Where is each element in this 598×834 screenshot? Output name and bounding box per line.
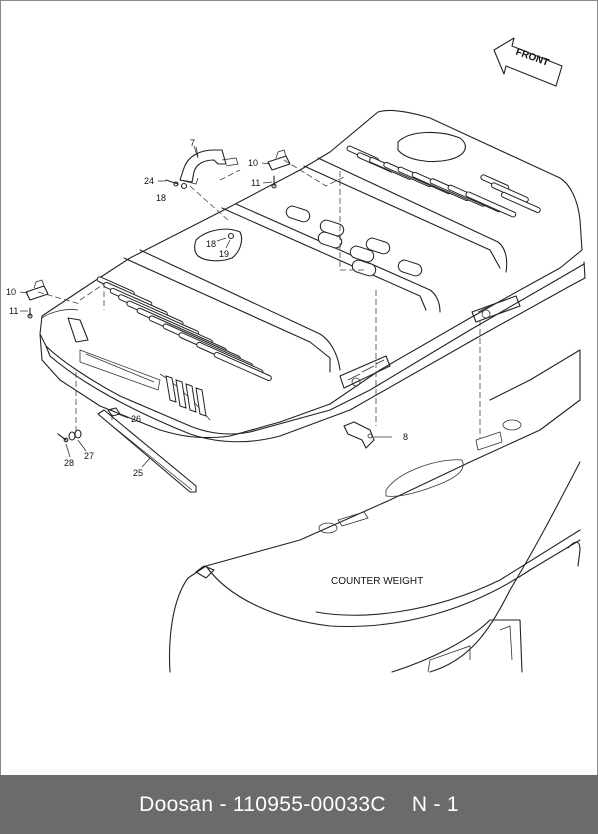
handle-part-7 xyxy=(179,145,239,185)
parts-diagram: FRONT COUNTER WEIGHT xyxy=(6,37,586,673)
part-label-18-top: 18 xyxy=(156,193,166,203)
part-label-7: 7 xyxy=(190,138,195,148)
part-label-26: 26 xyxy=(131,414,141,424)
footer-part-number: 110955-00033C xyxy=(232,792,386,816)
part-label-10-front: 10 xyxy=(6,287,16,297)
bolt-24-icon xyxy=(165,179,179,187)
part-label-10-rear: 10 xyxy=(248,158,258,168)
washer-18-icon xyxy=(180,182,188,190)
footer-separator: - xyxy=(213,792,233,816)
counterweight-label: COUNTER WEIGHT xyxy=(331,576,423,587)
part-label-18-plate: 18 xyxy=(206,239,216,249)
part-label-8: 8 xyxy=(403,432,408,442)
clip-part-26 xyxy=(107,407,121,417)
footer-caption: Doosan - 110955-00033C N - 1 xyxy=(0,775,598,834)
bracket-part-10-rear xyxy=(267,149,291,189)
engine-hood xyxy=(39,109,586,443)
counterweight: COUNTER WEIGHT xyxy=(169,349,581,673)
part-label-24: 24 xyxy=(144,176,154,186)
footer-brand: Doosan xyxy=(139,792,214,816)
part-label-11-front: 11 xyxy=(9,306,18,316)
part-label-27: 27 xyxy=(84,451,94,461)
bracket-part-8 xyxy=(343,421,375,449)
label-plate-part-18-19 xyxy=(194,228,243,262)
leader-lines xyxy=(19,146,392,468)
part-label-19: 19 xyxy=(219,249,229,259)
part-number-labels: 7 24 18 10 11 18 19 10 11 8 26 25 27 28 xyxy=(6,138,408,478)
stay-rod-part-25 xyxy=(97,409,197,493)
part-label-25: 25 xyxy=(133,468,143,478)
part-label-11-rear: 11 xyxy=(251,178,260,188)
footer-page: N - 1 xyxy=(411,792,459,816)
bracket-part-10-front xyxy=(25,279,49,319)
washer-27-icon xyxy=(68,429,82,441)
front-arrow-label: FRONT xyxy=(514,47,550,69)
assembly-guide-lines xyxy=(37,159,481,438)
front-arrow-icon: FRONT xyxy=(493,37,563,87)
bolt-28-icon xyxy=(57,433,69,443)
part-label-28: 28 xyxy=(64,458,74,468)
